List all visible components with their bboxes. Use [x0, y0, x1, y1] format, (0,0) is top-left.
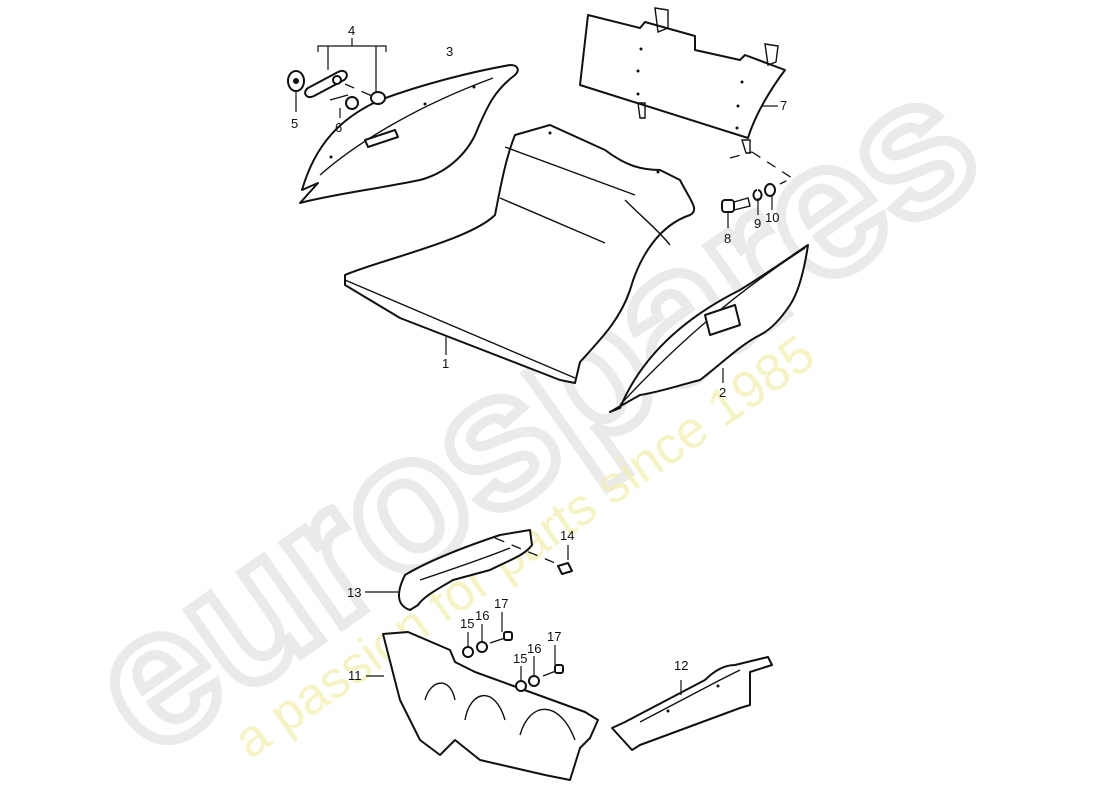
part-4-fastener-kit[interactable]: [287, 38, 387, 118]
fasteners-15-16-17-lower[interactable]: [515, 645, 564, 692]
callout-5[interactable]: 5: [291, 116, 298, 131]
callout-10[interactable]: 10: [765, 210, 779, 225]
callout-17-upper[interactable]: 17: [494, 596, 508, 611]
screw-17-icon: [554, 664, 564, 674]
screw-17-icon: [503, 631, 513, 641]
part-1-floor-lining[interactable]: [344, 124, 696, 384]
callout-15-lower[interactable]: 15: [513, 651, 527, 666]
callout-9[interactable]: 9: [754, 216, 761, 231]
part-2-right-side-panel[interactable]: [609, 244, 809, 413]
washer-15-icon: [462, 646, 474, 658]
washer-10-icon: [764, 183, 776, 197]
bolt-8-icon: [721, 199, 735, 213]
callout-1[interactable]: 1: [442, 356, 449, 371]
callout-4[interactable]: 4: [348, 23, 355, 38]
callout-17-lower[interactable]: 17: [547, 629, 561, 644]
bracket-icon: [304, 70, 348, 98]
callout-7[interactable]: 7: [780, 98, 787, 113]
callout-labels: 1 2 3 4 5 6 7 8 9 10 11 12 13 14 15 16 1…: [291, 23, 787, 683]
callout-14[interactable]: 14: [560, 528, 574, 543]
nut-16-icon: [528, 675, 540, 687]
callout-6[interactable]: 6: [335, 120, 342, 135]
part-13-cover[interactable]: [365, 529, 573, 611]
fasteners-15-16-17-upper[interactable]: [462, 612, 513, 658]
part-7-bulkhead-panel[interactable]: [579, 7, 794, 185]
callout-15-upper[interactable]: 15: [460, 616, 474, 631]
screw-6-icon: [345, 96, 359, 110]
part-12-trim-strip[interactable]: [611, 656, 773, 751]
callout-13[interactable]: 13: [347, 585, 361, 600]
callout-12[interactable]: 12: [674, 658, 688, 673]
callout-2[interactable]: 2: [719, 385, 726, 400]
nut-16-icon: [476, 641, 488, 653]
washer-15-icon: [515, 680, 527, 692]
callout-8[interactable]: 8: [724, 231, 731, 246]
callout-3[interactable]: 3: [446, 44, 453, 59]
part-11-rear-cover[interactable]: [366, 631, 599, 781]
screw-14-icon: [557, 562, 573, 575]
fasteners-8-9-10[interactable]: [721, 183, 776, 228]
callout-11[interactable]: 11: [348, 668, 362, 683]
callout-16-lower[interactable]: 16: [527, 641, 541, 656]
clip-icon: [370, 91, 386, 105]
callout-16-upper[interactable]: 16: [475, 608, 489, 623]
